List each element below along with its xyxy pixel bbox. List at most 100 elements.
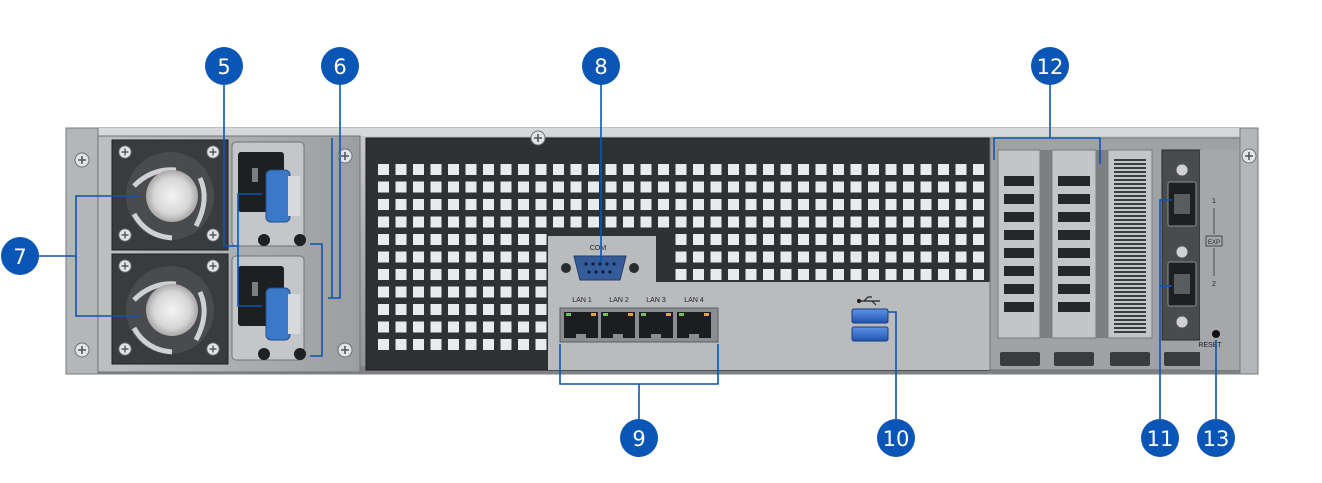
vent-hole — [868, 269, 879, 280]
vent-hole — [693, 216, 704, 228]
vent-hole — [535, 321, 547, 333]
vent-hole — [833, 199, 844, 210]
vent-hole — [763, 216, 774, 228]
callout-number: 9 — [632, 427, 645, 451]
vent-hole — [378, 164, 389, 175]
vent-hole — [938, 251, 949, 263]
vent-hole — [658, 164, 669, 175]
screw-icon — [74, 342, 90, 358]
psu-release-lever[interactable] — [265, 287, 291, 341]
vent-hole — [623, 199, 634, 210]
vent-hole — [430, 216, 442, 228]
reset-button[interactable] — [1212, 330, 1220, 338]
vent-hole — [535, 216, 547, 228]
vent-hole — [798, 269, 809, 280]
vent-hole — [745, 269, 757, 280]
vent-hole — [675, 234, 687, 245]
vent-hole — [903, 181, 914, 193]
usb-port-1[interactable] — [851, 308, 889, 324]
fan-icon — [126, 266, 214, 355]
vent-hole — [500, 234, 512, 245]
vent-hole — [693, 269, 704, 280]
vent-hole — [413, 181, 424, 193]
vent-hole — [675, 251, 687, 263]
vent-hole — [973, 199, 984, 210]
callout-9: 9 — [620, 419, 658, 457]
vent-hole — [378, 339, 389, 350]
vent-hole — [710, 251, 722, 263]
vent-hole — [430, 199, 442, 210]
vent-hole — [483, 286, 494, 298]
vent-hole — [413, 251, 424, 263]
vent-hole — [570, 164, 582, 175]
vent-hole — [850, 234, 862, 245]
vent-hole — [920, 251, 932, 263]
vent-hole — [833, 164, 844, 175]
vent-hole — [868, 199, 879, 210]
callout-number: 13 — [1203, 427, 1230, 451]
vent-hole — [710, 199, 722, 210]
vent-hole — [780, 251, 792, 263]
screw-icon — [118, 342, 132, 356]
vent-hole — [413, 304, 424, 315]
vent-hole — [448, 234, 459, 245]
vent-hole — [920, 269, 932, 280]
vent-hole — [500, 304, 512, 315]
vent-hole — [500, 269, 512, 280]
vent-hole — [920, 216, 932, 228]
sff-connector-icon — [1167, 261, 1197, 307]
vent-hole — [728, 216, 739, 228]
vent-hole — [850, 251, 862, 263]
vent-hole — [675, 164, 687, 175]
vent-hole — [553, 164, 564, 175]
vent-hole — [973, 251, 984, 263]
vent-hole — [465, 304, 477, 315]
vent-hole — [885, 199, 897, 210]
psu-release-lever[interactable] — [265, 169, 291, 223]
vent-hole — [903, 251, 914, 263]
vent-hole — [535, 164, 547, 175]
vent-hole — [815, 164, 827, 175]
callout-number: 7 — [13, 245, 26, 269]
vent-hole — [378, 269, 389, 280]
power-supply-1 — [111, 139, 306, 251]
fan-icon — [126, 152, 214, 241]
vent-hole — [535, 286, 547, 298]
usb-port-2[interactable] — [851, 326, 889, 342]
vent-hole — [885, 269, 897, 280]
vent-hole — [920, 234, 932, 245]
vent-hole — [868, 234, 879, 245]
vent-hole — [483, 339, 494, 350]
lan4-label: LAN 4 — [684, 297, 704, 304]
vent-hole — [378, 199, 389, 210]
vent-hole — [815, 269, 827, 280]
vent-hole — [535, 181, 547, 193]
vent-hole — [833, 181, 844, 193]
vent-hole — [693, 199, 704, 210]
vent-hole — [465, 234, 477, 245]
vent-hole — [378, 321, 389, 333]
vent-hole — [798, 251, 809, 263]
vent-hole — [675, 216, 687, 228]
vent-hole — [798, 199, 809, 210]
callout-number: 5 — [217, 55, 230, 79]
vent-hole — [553, 181, 564, 193]
screw-icon — [206, 259, 220, 273]
callout-13: 13 — [1197, 419, 1235, 457]
vent-hole — [430, 286, 442, 298]
vent-hole — [448, 286, 459, 298]
vent-hole — [483, 199, 494, 210]
vent-hole — [885, 234, 897, 245]
vent-hole — [448, 199, 459, 210]
vent-hole — [570, 199, 582, 210]
vent-hole — [413, 216, 424, 228]
vent-hole — [780, 269, 792, 280]
rj45-icon — [639, 312, 673, 338]
vent-hole — [430, 164, 442, 175]
vent-hole — [903, 269, 914, 280]
vent-hole — [728, 251, 739, 263]
vent-hole — [430, 339, 442, 350]
vent-hole — [745, 199, 757, 210]
rj45-icon — [601, 312, 635, 338]
vent-hole — [833, 216, 844, 228]
